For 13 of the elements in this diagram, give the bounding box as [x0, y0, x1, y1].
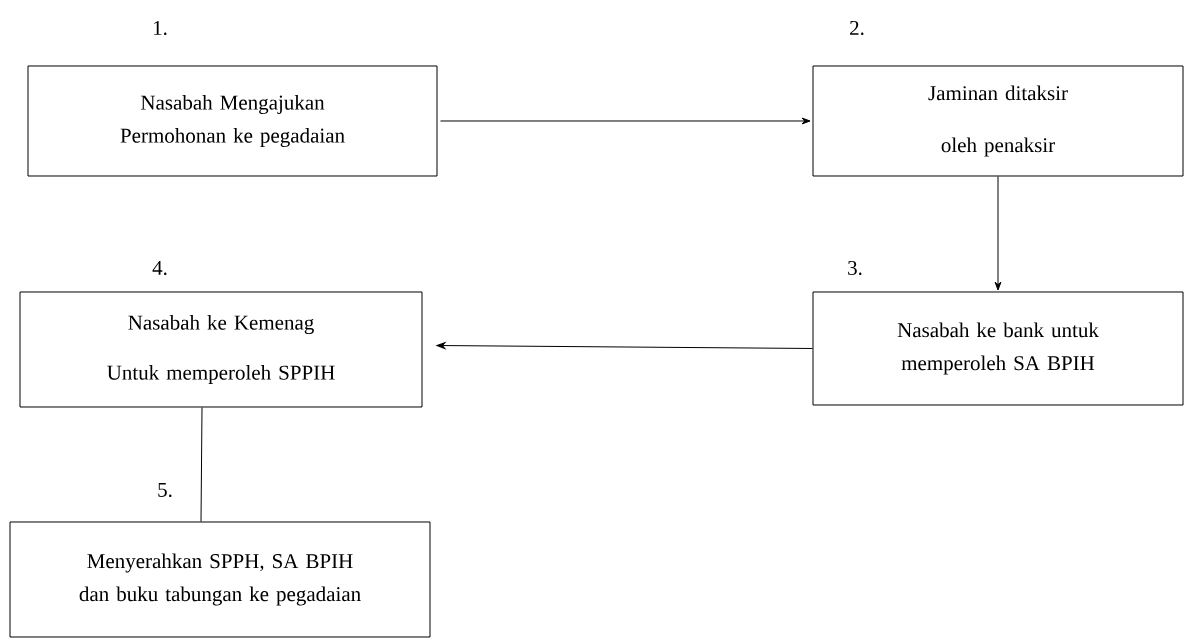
step-number: 4.	[152, 260, 167, 276]
process-box: Jaminan ditaksir oleh penaksir	[812, 65, 1184, 177]
step-number: 1.	[154, 20, 167, 36]
arrow	[436, 342, 813, 349]
arrow	[440, 117, 811, 125]
process-box: Nasabah Mengajukan Permohonan ke pegadaian	[27, 65, 438, 177]
step-number: 2.	[850, 20, 864, 36]
process-box: Nasabah ke Kemenag Untuk memperoleh SPPIH	[19, 291, 423, 408]
arrow	[994, 176, 1002, 291]
step-number: 3.	[848, 260, 862, 276]
process-box: Nasabah ke bank untuk memperoleh SA BPIH	[812, 291, 1184, 406]
process-box: Menyerahkan SPPH, SA BPIH dan buku tabungan ke pegadaian	[9, 521, 431, 638]
step-number: 5.	[158, 482, 172, 497]
